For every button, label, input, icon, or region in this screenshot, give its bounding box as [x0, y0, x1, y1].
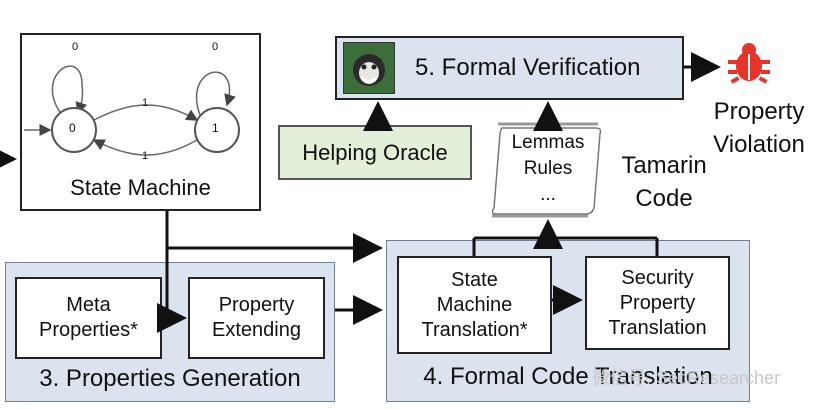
property-violation-line1: Property	[713, 98, 805, 125]
tamarin-logo-icon	[343, 42, 395, 94]
transition-0-1	[93, 104, 199, 121]
loop-0-label: 0	[72, 41, 79, 53]
state-machine-graph	[24, 65, 240, 156]
formal-verification-box: 5. Formal Verification	[335, 36, 684, 100]
transition-1-0	[92, 139, 198, 156]
state-machine-box: 0 1 0 0 1 1 State Machine	[20, 33, 261, 211]
edge-1-0-label: 1	[142, 150, 149, 162]
scroll-line-ellipsis: ...	[540, 184, 556, 205]
property-extending-box: Property Extending	[188, 277, 325, 359]
tamarin-code-caption-line1: Tamarin	[621, 152, 707, 179]
scroll-line-rules: Rules	[523, 158, 573, 179]
scroll-line-lemmas: Lemmas	[511, 132, 585, 153]
security-property-translation-box: Security Property Translation	[585, 256, 730, 350]
state-machine-title: State Machine	[70, 175, 211, 200]
tamarin-code-scroll: Lemmas Rules ...	[491, 120, 604, 220]
properties-generation-title: 3. Properties Generation	[39, 365, 301, 392]
edge-0-1-label: 1	[142, 97, 149, 109]
meta-properties-box: Meta Properties*	[15, 277, 162, 359]
self-loop-0	[51, 65, 88, 116]
formal-code-translation-title: 4. Formal Code Translation	[423, 363, 713, 390]
tamarin-code-caption-line2: Code	[635, 185, 693, 212]
state-0-label: 0	[69, 121, 76, 135]
formal-verification-label: 5. Formal Verification	[415, 54, 641, 81]
loop-1-label: 0	[212, 41, 219, 53]
watermark-text: 微信号: SecResearcher	[592, 368, 781, 388]
state-0	[51, 107, 97, 153]
state-1-label: 1	[212, 121, 219, 135]
bug-icon	[724, 38, 774, 88]
state-machine-translation-box: State Machine Translation*	[397, 256, 552, 354]
self-loop-1	[195, 71, 236, 116]
state-1	[194, 107, 240, 153]
property-violation-line2: Violation	[713, 131, 805, 158]
